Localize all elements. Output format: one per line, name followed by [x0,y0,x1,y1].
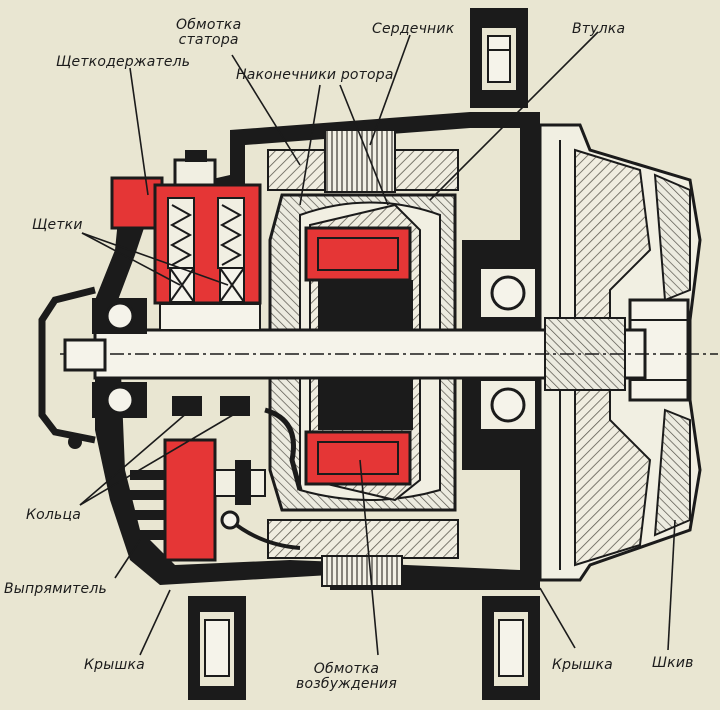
label-rotor-tips: Наконечники ротора [236,67,394,83]
label-rings: Кольца [26,507,82,523]
label-brush-holder: Щеткодержатель [56,54,191,70]
stator-core [267,129,459,587]
slip-rings [159,303,261,416]
rear-cover [38,286,96,449]
rear-bearing [92,298,147,418]
label-stator-winding: Обмотка статора [176,17,242,48]
label-bushing: Втулка [572,21,626,37]
top-mounting-ear [470,8,528,108]
label-excitation-winding: Обмотка возбуждения [296,661,397,692]
label-core: Сердечник [372,21,455,37]
label-cover-left: Крышка [84,657,145,673]
label-pulley: Шкив [652,655,694,671]
rotor-shaft [60,317,718,391]
leader-lines [79,31,676,656]
brushes [169,267,245,303]
label-cover-right: Крышка [552,657,613,673]
rectifier [130,407,303,562]
label-brushes: Щетки [32,217,83,233]
bottom-mounting-ears [188,596,540,700]
label-rectifier: Выпрямитель [4,581,107,597]
excitation-winding [304,226,412,486]
